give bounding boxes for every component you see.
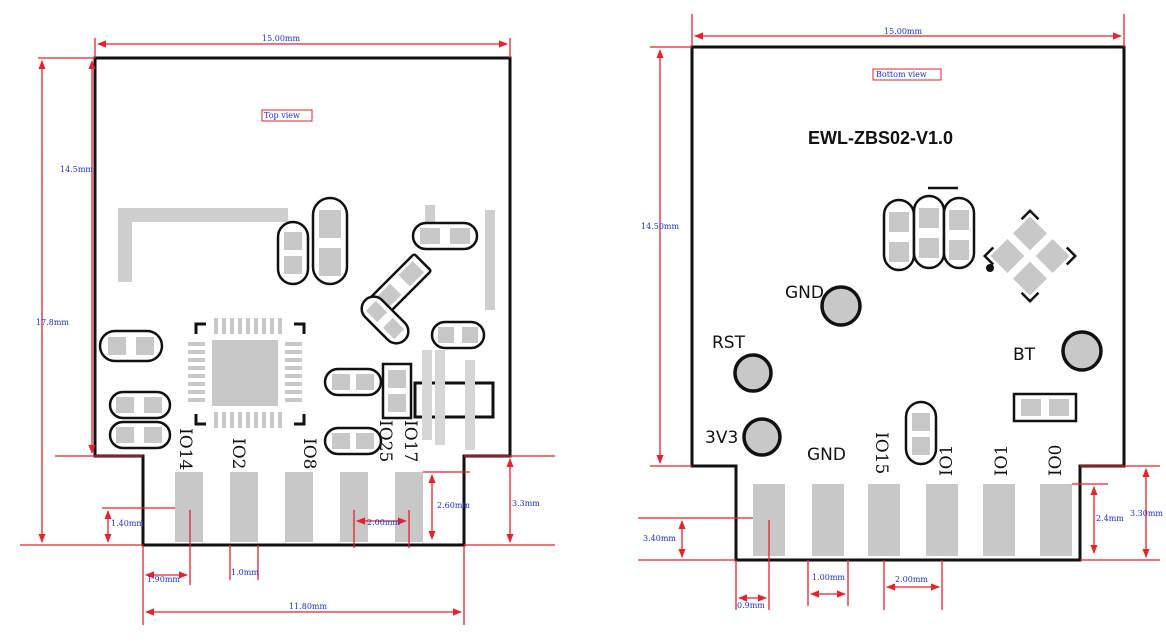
bottom-dim-pad-width: 1.00mm [812,573,845,582]
top-dim-width: 15.00mm [262,34,300,43]
bottom-pin-label-io1-a: IO1 [937,445,957,476]
bottom-dim-pad-edge: 0.9mm [737,601,765,610]
top-dim-pad-width: 1.0mm [231,568,259,577]
top-pin-label-2: IO2 [228,438,248,469]
top-trace-right [422,350,475,450]
bottom-dim-pad-offset: 3.40mm [643,534,676,543]
bottom-board-outline [690,45,1126,562]
bottom-dim-pad-length: 2.4mm [1096,514,1124,523]
bottom-pin-label-io0: IO0 [1046,445,1066,476]
bottom-dim-width: 15.00mm [884,27,922,36]
bottom-dim-total-height: 3.30mm [1130,509,1163,518]
bottom-diamond-component [982,208,1078,304]
tp-label-rst: RST [712,333,746,353]
tp-label-3v3: 3V3 [705,428,738,448]
top-pin-label-5: IO17 [400,420,420,462]
bottom-resistor-array [882,186,976,272]
bottom-tab-pads [753,484,1072,556]
bottom-pin-label-io15: IO15 [871,432,891,474]
bottom-test-points [733,285,1103,457]
bottom-pin-label-io1-b: IO1 [992,445,1012,476]
top-antenna-trace [118,208,288,282]
top-pin-label-4: IO25 [375,420,395,462]
top-dim-upper-height: 14.5mm [60,165,93,174]
top-dim-pad-edge: 1.90mm [147,575,180,584]
bottom-dim-upper-height: 14.50mm [641,222,679,231]
bottom-components [904,392,1078,466]
top-antenna-stub [425,205,495,310]
bottom-dim-pad-pitch: 2.00mm [895,575,928,584]
top-dim-tab-height: 3.3mm [512,499,540,508]
top-dim-labels: 15.00mm 14.5mm 17.8mm 3.3mm 2.60mm 1.40m… [36,34,540,611]
tp-label-gnd: GND [785,283,824,303]
bottom-view-panel: Bottom view EWL-ZBS02-V1.0 [638,14,1163,610]
tp-label-bt: BT [1013,345,1036,365]
module-title: EWL-ZBS02-V1.0 [808,128,953,148]
top-dim-tab-width: 11.80mm [289,602,327,611]
top-dim-pad-offset: 1.40mm [111,519,144,528]
top-pin-label-1: IO14 [175,428,195,470]
top-dim-pad-length: 2.60mm [437,501,470,510]
top-view-caption: Top view [264,111,300,120]
top-dim-total-height: 17.8mm [36,318,69,327]
top-qfn-chip [188,318,306,428]
top-pin-label-3: IO8 [299,438,319,469]
top-tab-pads [175,472,423,542]
bottom-view-caption: Bottom view [876,70,927,79]
bottom-pin-label-gnd: GND [807,445,846,465]
top-components [98,196,495,456]
top-view-panel: IO14 IO2 IO8 IO25 IO17 Top view [20,34,555,625]
bottom-dim-labels: 15.00mm 14.50mm 3.30mm 2.4mm 3.40mm 0.9m… [641,27,1163,610]
top-dim-pad-pitch: 2.00mm [367,518,400,527]
